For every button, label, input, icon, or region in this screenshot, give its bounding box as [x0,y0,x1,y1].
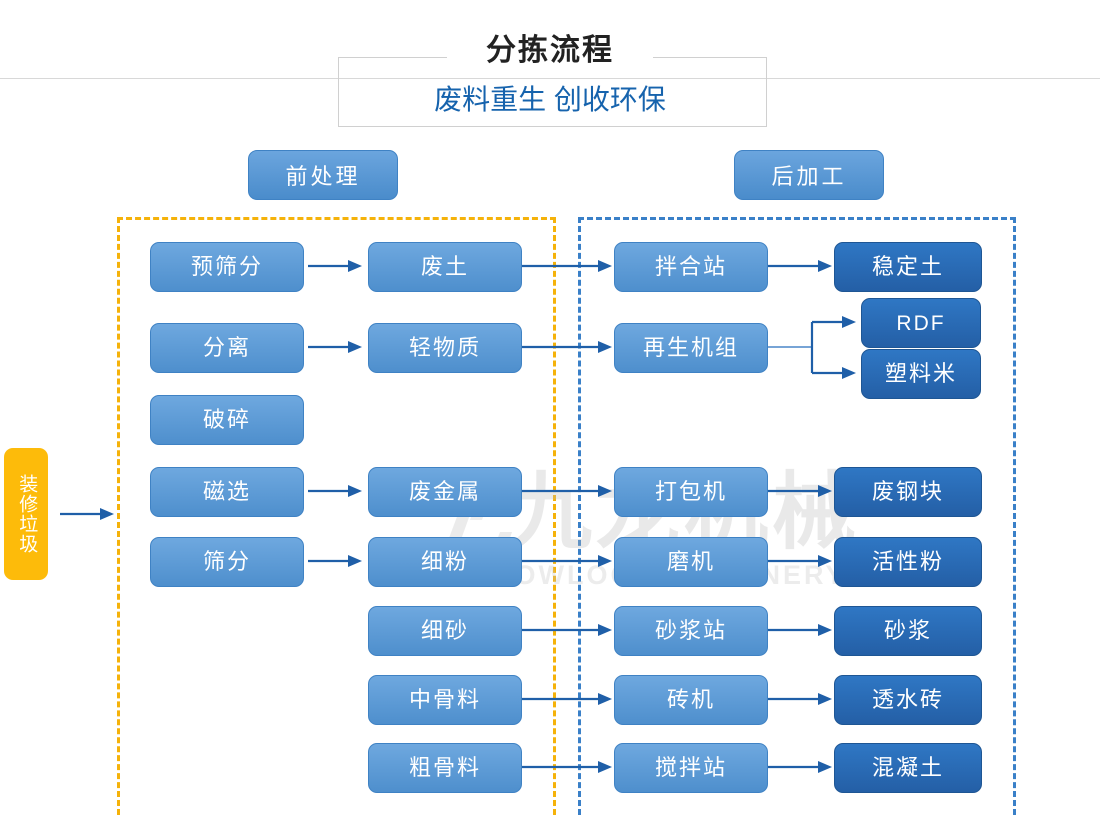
node-mixing-station[interactable]: 拌合站 [614,242,768,292]
header-subtitle-backdrop [419,82,681,118]
node-crushing[interactable]: 破碎 [150,395,304,445]
node-light-material[interactable]: 轻物质 [368,323,522,373]
node-scrap-metal[interactable]: 废金属 [368,467,522,517]
node-active-powder[interactable]: 活性粉 [834,537,982,587]
node-recycling-unit[interactable]: 再生机组 [614,323,768,373]
node-permeable-brick[interactable]: 透水砖 [834,675,982,725]
node-stabilized-soil[interactable]: 稳定土 [834,242,982,292]
node-magnetic-sorting[interactable]: 磁选 [150,467,304,517]
header-title-backdrop [447,32,653,68]
node-input-construction-waste[interactable]: 装修垃圾 [4,448,48,580]
node-mortar-station[interactable]: 砂浆站 [614,606,768,656]
node-fine-sand[interactable]: 细砂 [368,606,522,656]
node-mortar[interactable]: 砂浆 [834,606,982,656]
page-title: 分拣流程 [486,34,614,67]
node-concrete-batch-plant[interactable]: 搅拌站 [614,743,768,793]
node-rdf[interactable]: RDF [861,298,981,348]
post-processing-group-frame [578,217,1016,815]
node-brick-machine[interactable]: 砖机 [614,675,768,725]
node-waste-soil[interactable]: 废土 [368,242,522,292]
node-input-label: 装修垃圾 [16,474,38,554]
node-medium-aggregate[interactable]: 中骨料 [368,675,522,725]
pre-processing-group-frame [117,217,556,815]
node-coarse-aggregate[interactable]: 粗骨料 [368,743,522,793]
page-subtitle: 废料重生 创收环保 [434,84,666,115]
header-rule [0,78,1100,79]
node-grinding-mill[interactable]: 磨机 [614,537,768,587]
section-tag-pre-processing[interactable]: 前处理 [248,150,398,200]
node-pre-screening[interactable]: 预筛分 [150,242,304,292]
node-screening[interactable]: 筛分 [150,537,304,587]
node-concrete[interactable]: 混凝土 [834,743,982,793]
node-separation[interactable]: 分离 [150,323,304,373]
node-fine-powder[interactable]: 细粉 [368,537,522,587]
node-baler[interactable]: 打包机 [614,467,768,517]
section-tag-post-processing[interactable]: 后加工 [734,150,884,200]
node-plastic-pellets[interactable]: 塑料米 [861,349,981,399]
node-scrap-steel-block[interactable]: 废钢块 [834,467,982,517]
